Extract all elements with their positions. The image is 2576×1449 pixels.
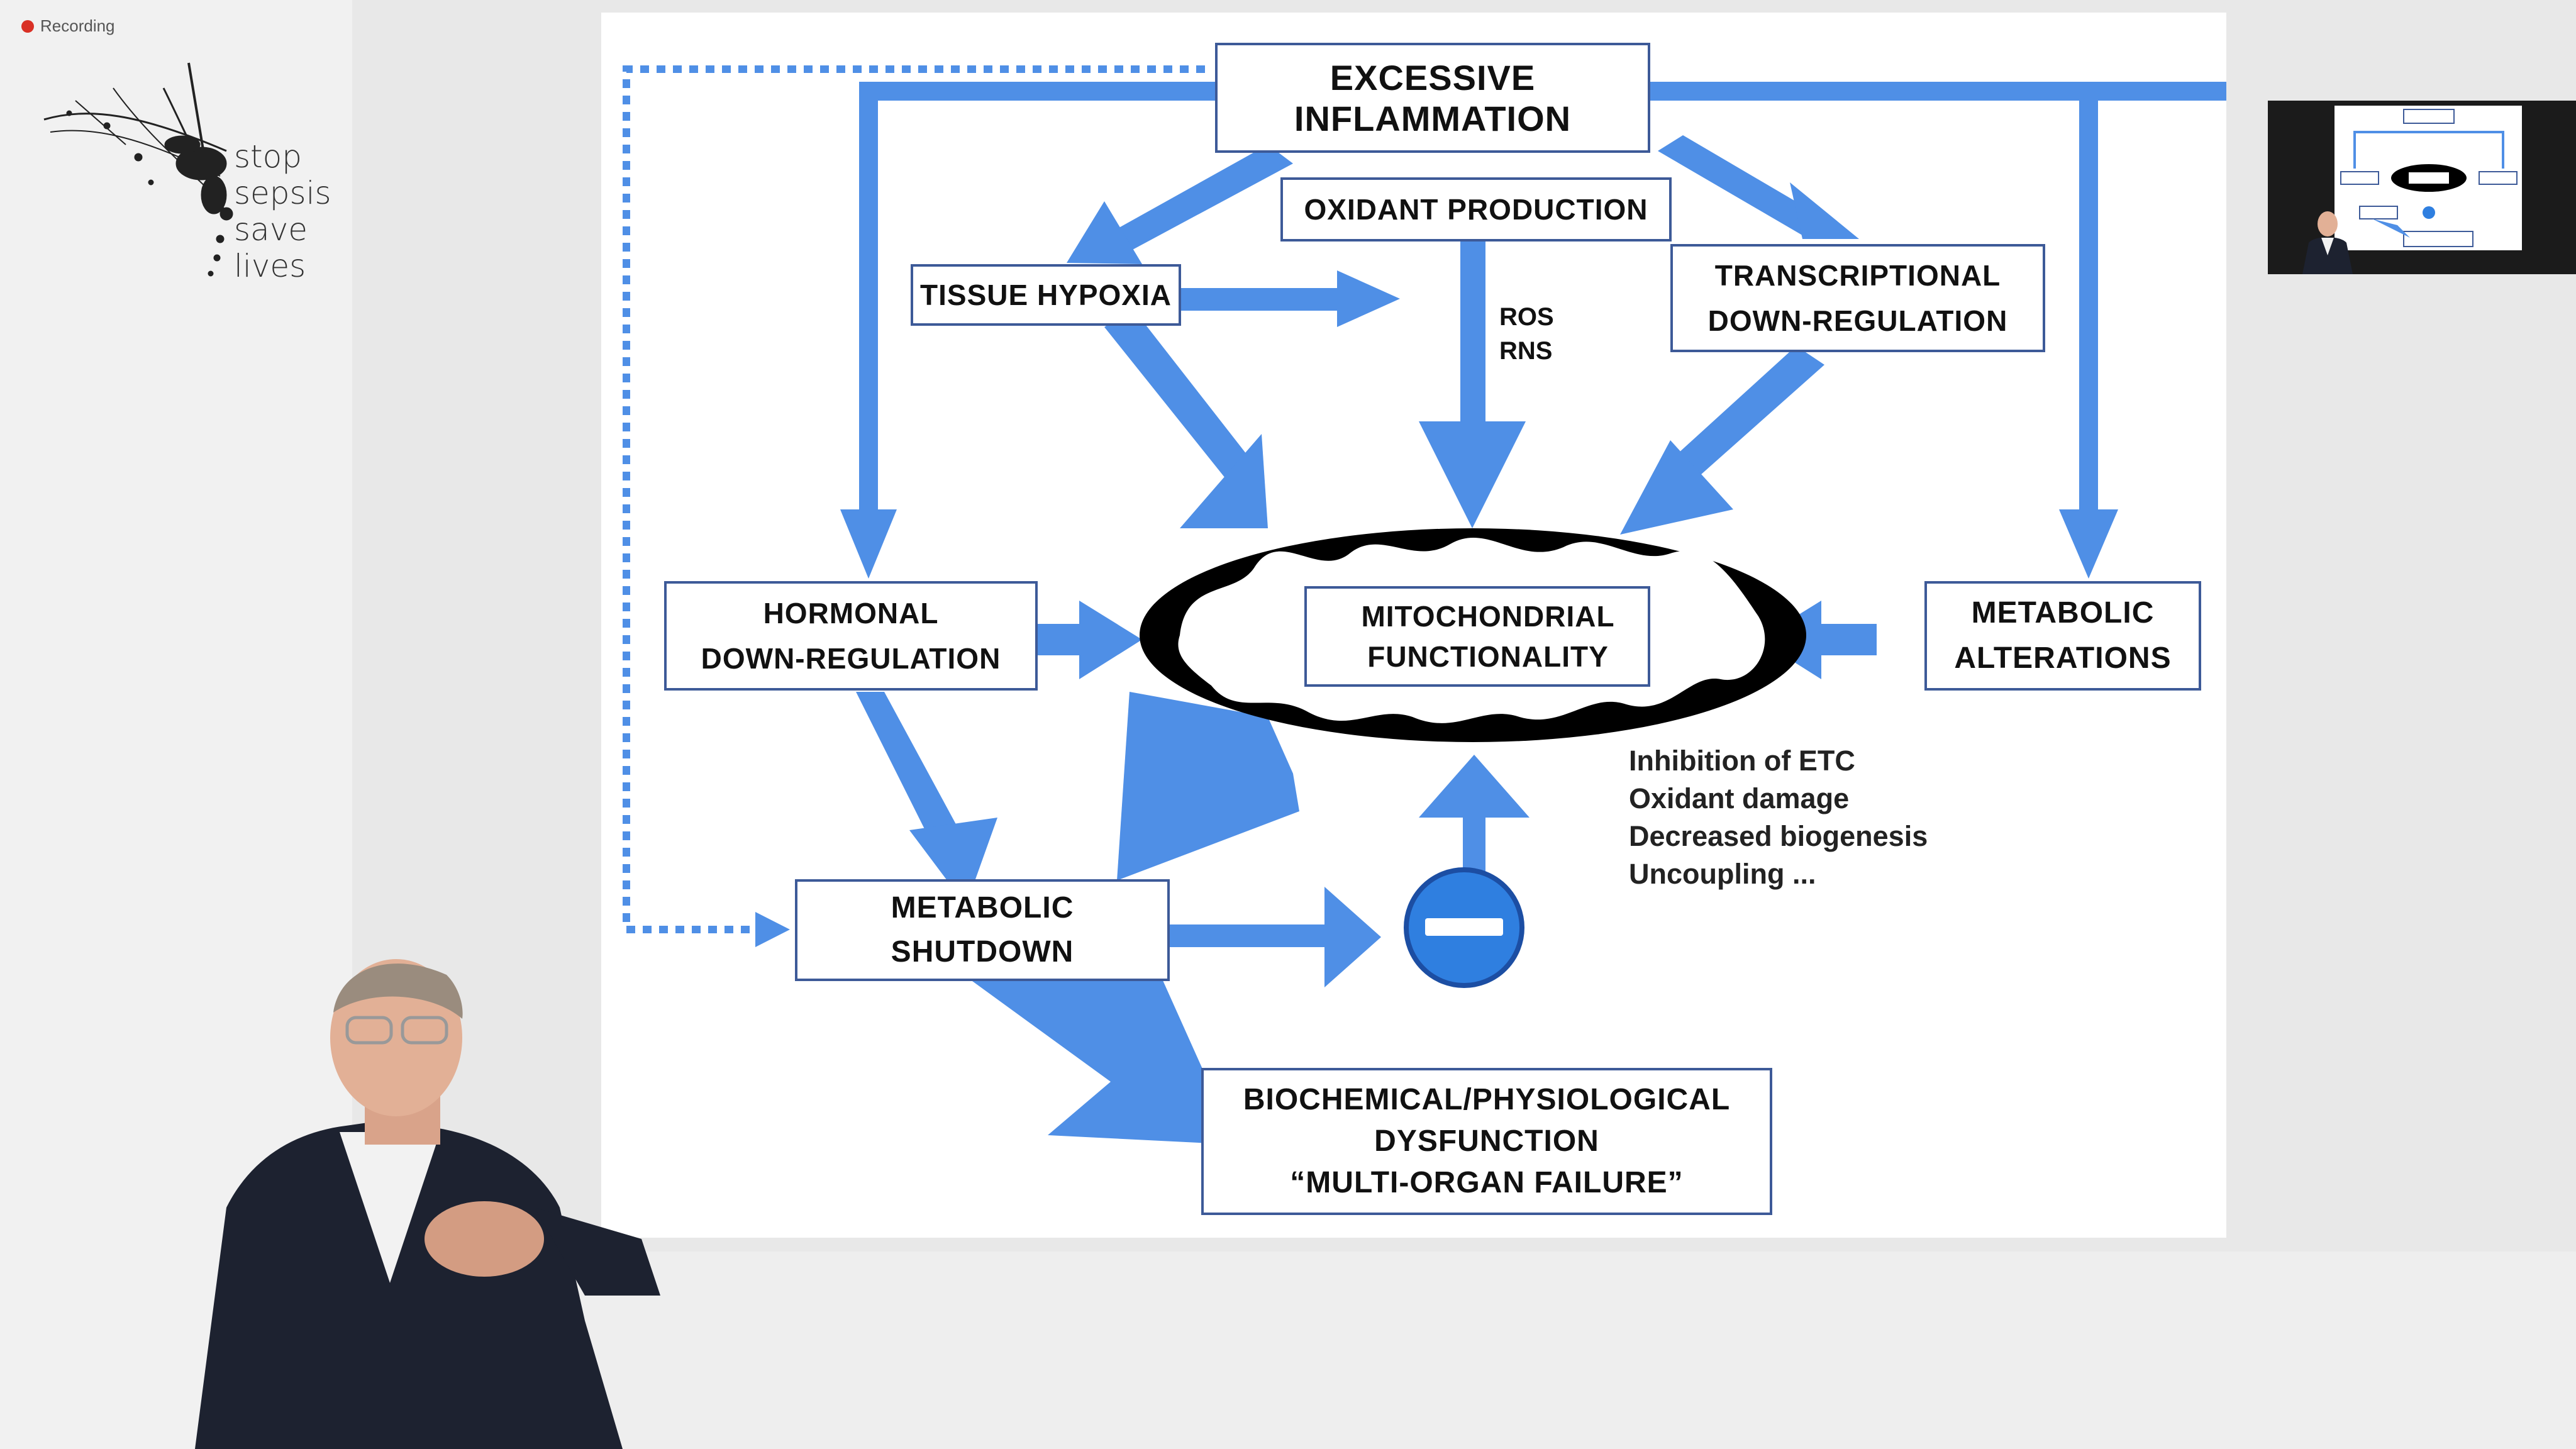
self-view-thumbnail[interactable] [2268, 101, 2576, 274]
node-line: METABOLIC [1971, 596, 2155, 630]
node-transcriptional-down-regulation: TRANSCRIPTIONAL DOWN-REGULATION [1670, 244, 2045, 352]
slide: EXCESSIVE INFLAMMATION OXIDANT PRODUCTIO… [601, 13, 2226, 1238]
node-line: METABOLIC [891, 891, 1074, 924]
arrow-hypoxia-to-mitochondria [1104, 308, 1255, 484]
arrow-mitochondria-to-shutdown [1117, 692, 1299, 880]
thumbnail-diagram-icon [2340, 109, 2518, 247]
rns-label: RNS [1499, 337, 1553, 365]
node-line: INFLAMMATION [1294, 98, 1572, 138]
node-tissue-hypoxia: TISSUE HYPOXIA [911, 264, 1181, 326]
recording-dot-icon [21, 19, 34, 33]
node-excessive-inflammation: EXCESSIVE INFLAMMATION [1215, 43, 1650, 153]
ink-splash-logo-icon [43, 62, 233, 277]
node-mitochondrial-functionality: MITOCHONDRIAL FUNCTIONALITY [1304, 586, 1650, 687]
ros-label: ROS [1499, 303, 1554, 331]
node-line: MITOCHONDRIAL [1361, 600, 1615, 633]
node-metabolic-alterations: METABOLIC ALTERATIONS [1924, 581, 2201, 691]
dotted-feedback-line [623, 65, 1205, 933]
arrow-transcriptional-to-mitochondria [1658, 346, 1824, 491]
inhibition-minus-icon [1404, 867, 1524, 988]
node-line: OXIDANT PRODUCTION [1304, 193, 1648, 226]
presenter-video [195, 959, 660, 1449]
effect-item: Decreased biogenesis [1629, 820, 1928, 852]
effect-item: Oxidant damage [1629, 782, 1850, 814]
effect-item: Inhibition of ETC [1629, 745, 1855, 777]
node-metabolic-shutdown: METABOLIC SHUTDOWN [795, 879, 1170, 981]
brand-word: save [234, 211, 308, 248]
node-line: ALTERATIONS [1954, 641, 2172, 675]
arrow-shutdown-to-minus [1167, 924, 1331, 947]
node-line: DYSFUNCTION [1374, 1124, 1599, 1158]
brand-word: lives [234, 248, 306, 284]
node-multi-organ-failure: BIOCHEMICAL/PHYSIOLOGICAL DYSFUNCTION “M… [1201, 1068, 1772, 1215]
node-line: FUNCTIONALITY [1367, 640, 1609, 673]
brand-word: stop [234, 138, 302, 175]
brand-tagline: stop sepsis save lives [234, 138, 331, 284]
node-oxidant-production: OXIDANT PRODUCTION [1280, 177, 1672, 242]
arrow-shutdown-to-dysfunction [972, 962, 1236, 1145]
arrow-minus-to-mitochondria [1463, 811, 1485, 874]
arrow-hormonal-to-mitochondria [1036, 624, 1087, 655]
arrow-hormonal-to-shutdown [856, 692, 966, 855]
node-line: HORMONAL [763, 597, 939, 630]
arrow-hypoxia-to-ros [1180, 288, 1350, 311]
arrow-alterations-to-mitochondria [1814, 624, 1877, 655]
node-hormonal-down-regulation: HORMONAL DOWN-REGULATION [664, 581, 1038, 691]
node-line: TISSUE HYPOXIA [920, 279, 1172, 311]
mitochondrial-effects-list: Inhibition of ETC Oxidant damage Decreas… [1629, 742, 1928, 893]
arrow-inflammation-to-transcriptional [1658, 135, 1828, 239]
background-band [352, 1252, 2576, 1449]
thumbnail-presenter-icon [2302, 211, 2353, 274]
node-line: SHUTDOWN [891, 935, 1074, 969]
arrow-inflammation-to-hypoxia [1104, 145, 1293, 255]
node-line: EXCESSIVE [1330, 57, 1536, 97]
effect-item: Uncoupling ... [1629, 858, 1816, 890]
recording-label: Recording [40, 16, 115, 35]
node-line: DOWN-REGULATION [1707, 304, 2008, 337]
node-line: BIOCHEMICAL/PHYSIOLOGICAL [1243, 1083, 1731, 1116]
arrow-oxidant-to-mitochondria [1460, 239, 1485, 434]
node-line: DOWN-REGULATION [701, 642, 1001, 675]
arrow-inflammation-to-metabolic-alterations [1733, 82, 2226, 101]
brand-word: sepsis [234, 175, 331, 211]
brand-panel: Recording [0, 0, 352, 1449]
node-line: TRANSCRIPTIONAL [1714, 259, 2001, 292]
thumbnail-slide-preview [2334, 106, 2522, 250]
recording-indicator: Recording [21, 16, 115, 36]
node-line: “MULTI-ORGAN FAILURE” [1290, 1166, 1684, 1199]
